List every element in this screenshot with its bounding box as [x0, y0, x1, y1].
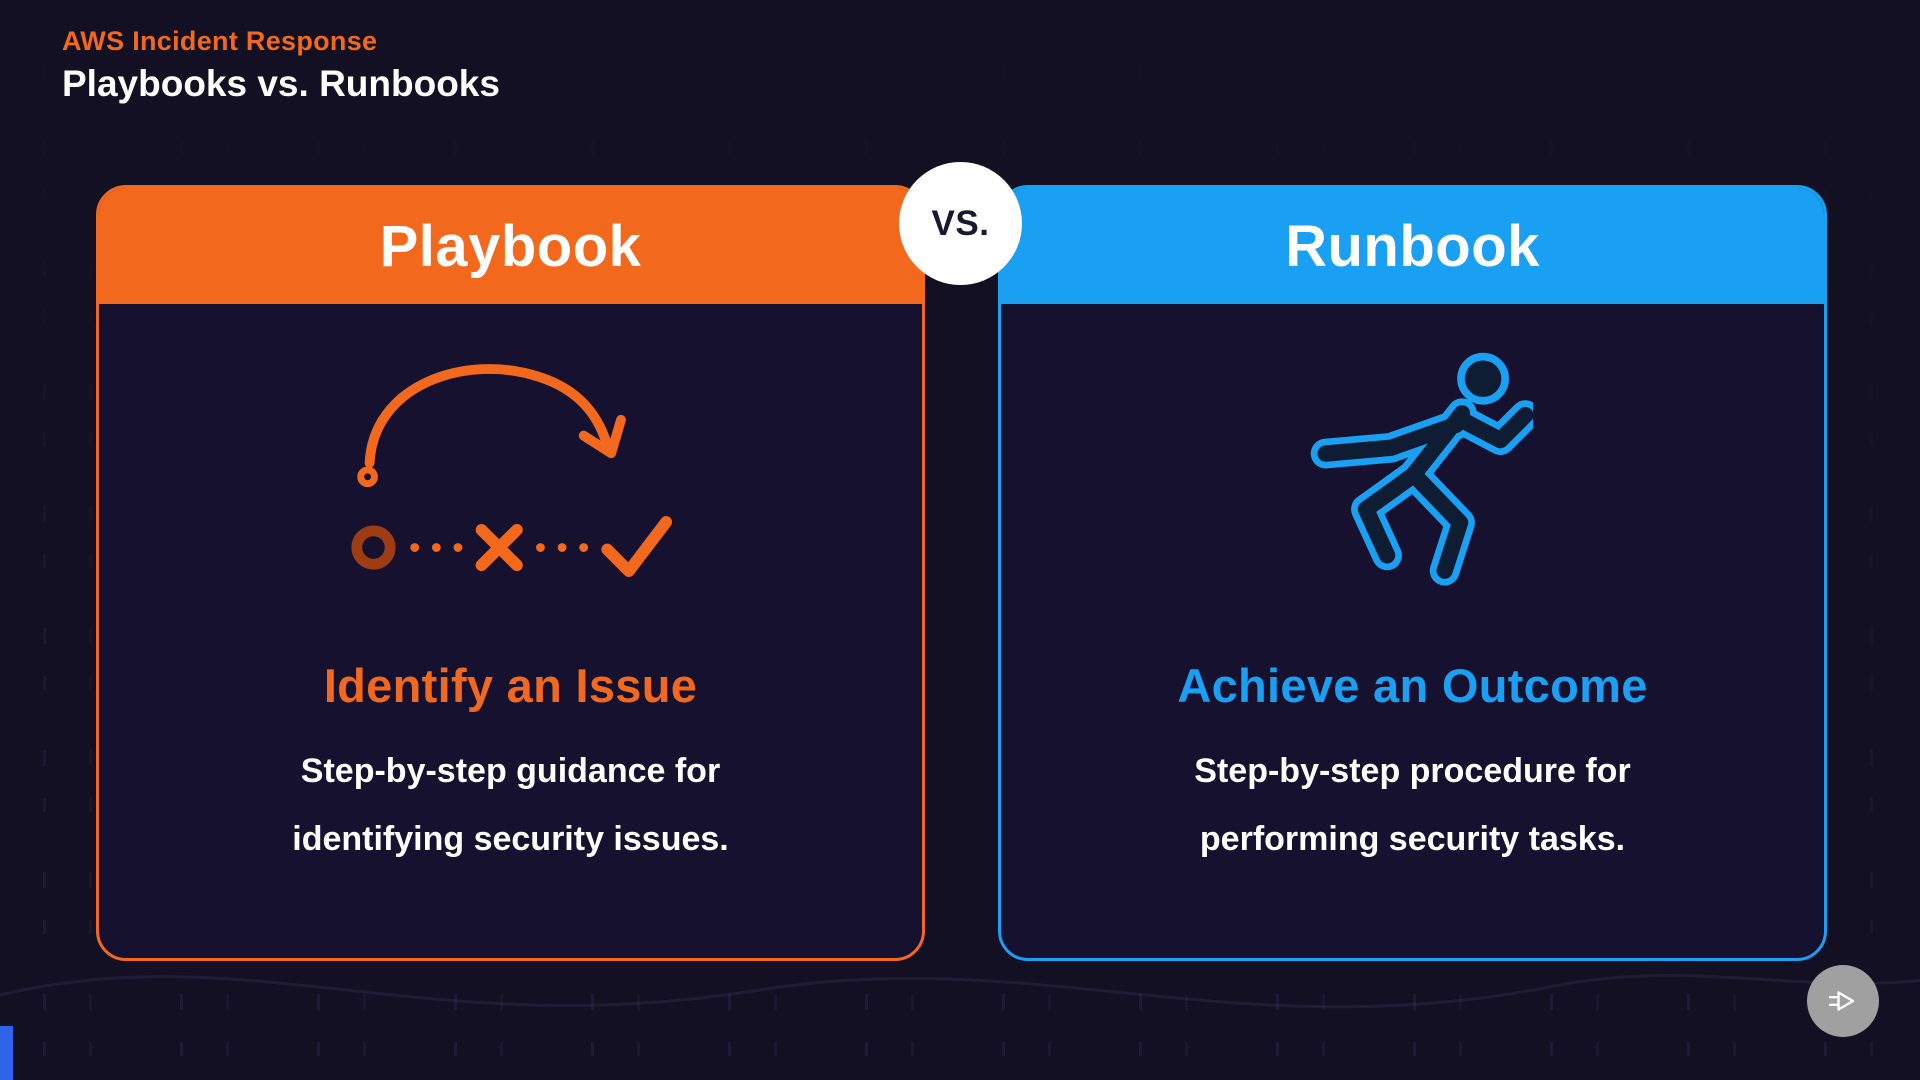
- course-eyebrow: AWS Incident Response: [62, 26, 378, 56]
- playbook-card-body: Identify an Issue Step-by-step guidance …: [99, 304, 922, 873]
- playbook-card-header: Playbook: [99, 188, 922, 304]
- runbook-description-line2: performing security tasks.: [1199, 820, 1626, 858]
- bottom-left-accent-bar: [0, 1026, 13, 1080]
- playbook-description: Step-by-step guidance for identifying se…: [292, 737, 728, 873]
- vs-badge-label: VS.: [931, 203, 990, 243]
- slide-title: Playbooks vs. Runbooks: [62, 63, 500, 104]
- pluralsight-logo: [1807, 965, 1879, 1037]
- runbook-heading: Achieve an Outcome: [1177, 659, 1648, 712]
- playbook-heading: Identify an Issue: [323, 659, 698, 712]
- runbook-card: Runbook: [998, 185, 1827, 961]
- playbook-icon-area: [346, 338, 676, 596]
- runbook-icon-area: [1293, 338, 1533, 596]
- runbook-card-body: Achieve an Outcome Step-by-step procedur…: [1001, 304, 1824, 873]
- runbook-description: Step-by-step procedure for performing se…: [1194, 737, 1630, 873]
- playbook-description-line1: Step-by-step guidance for: [300, 752, 721, 790]
- runner-icon: [1310, 352, 1533, 586]
- vs-badge: VS.: [899, 162, 1022, 285]
- runbook-card-title: Runbook: [1285, 213, 1540, 279]
- strategy-arc-arrow-icon: [350, 364, 672, 577]
- playbook-description-line2: identifying security issues.: [292, 820, 729, 858]
- playbook-card-title: Playbook: [379, 213, 642, 279]
- pluralsight-play-icon: [1828, 991, 1855, 1011]
- runbook-description-line1: Step-by-step procedure for: [1194, 752, 1631, 790]
- runbook-card-header: Runbook: [1001, 188, 1824, 304]
- playbook-card: Playbook: [96, 185, 925, 961]
